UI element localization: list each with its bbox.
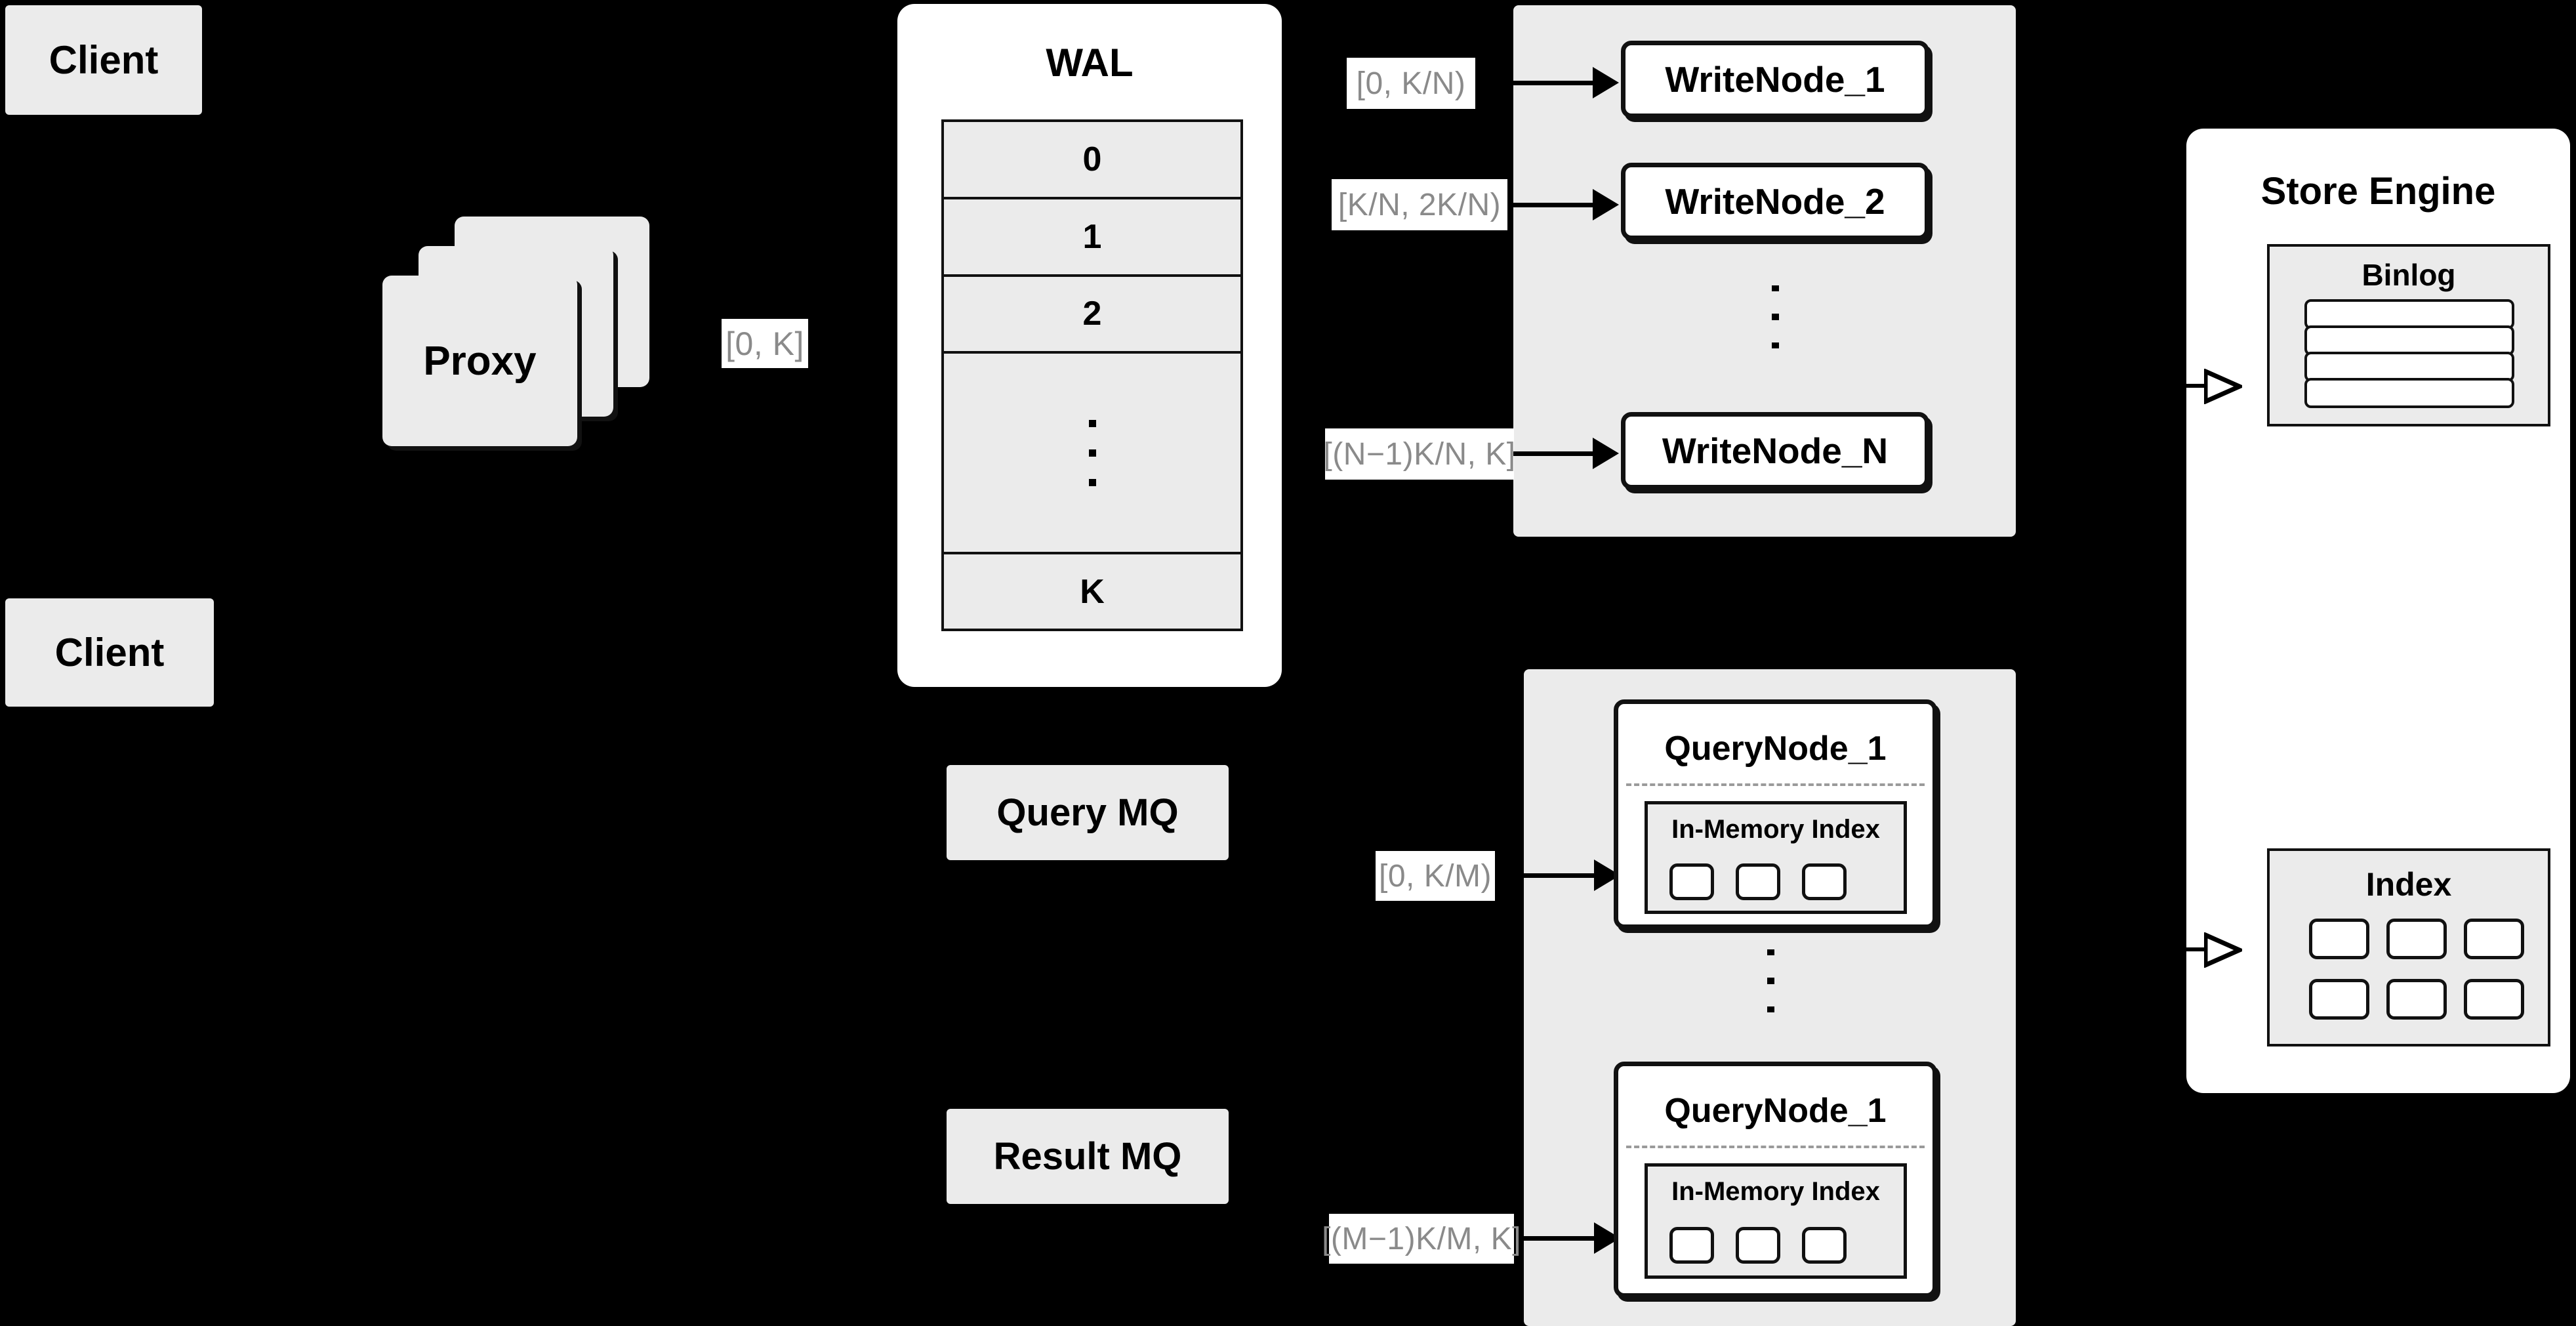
arrow-head-writenode-n-icon <box>1593 438 1619 469</box>
proxy-card-front[interactable]: Proxy <box>382 276 577 446</box>
querynode-m-range-label: [(M−1)K/M, K] <box>1322 1214 1521 1264</box>
proxy-range-text: [0, K] <box>726 325 804 362</box>
writenode-n-range-label: [(N−1)K/N, K] <box>1323 428 1516 480</box>
binlog-row[interactable] <box>2304 378 2514 408</box>
index-segment[interactable] <box>1802 863 1847 900</box>
index-cell[interactable] <box>2464 919 2524 959</box>
index-cell[interactable] <box>2386 919 2447 959</box>
wal-row-value: K <box>1080 572 1105 611</box>
wal-row-value: 1 <box>1082 217 1102 256</box>
arrow-head-index-open-icon <box>2204 932 2242 968</box>
querynode-1-range-text: [0, K/M) <box>1378 858 1492 894</box>
wal-row: 1 <box>944 199 1240 277</box>
querynode-1-inmemory-index-title: In-Memory Index <box>1671 815 1880 844</box>
store-engine-title: Store Engine <box>2260 170 2496 213</box>
proxy-stack[interactable]: Proxy <box>380 217 669 446</box>
writenode-1-range-label: [0, K/N) <box>1347 58 1475 109</box>
index-cell[interactable] <box>2464 979 2524 1020</box>
querynode-2-inmemory-index: In-Memory Index <box>1645 1163 1907 1279</box>
index-segment[interactable] <box>1802 1227 1847 1264</box>
wal-row-ellipsis <box>944 354 1240 555</box>
wal-vertical-ellipsis-icon <box>1088 409 1096 497</box>
wal-row-value: 0 <box>1082 140 1102 178</box>
write-cluster-vertical-ellipsis-icon <box>1768 274 1782 360</box>
index-cell[interactable] <box>2309 979 2369 1020</box>
arrow-to-writenode-n <box>1513 451 1599 456</box>
query-mq-label: Query MQ <box>996 791 1179 834</box>
querynode-1-range-label: [0, K/M) <box>1376 851 1495 901</box>
client-box-2[interactable]: Client <box>5 598 214 707</box>
index-title: Index <box>2365 866 2452 903</box>
querynode-label-2: QueryNode_1 <box>1664 1092 1887 1130</box>
client-label-1: Client <box>49 38 159 82</box>
writenode-2-range-label: [K/N, 2K/N) <box>1332 179 1507 230</box>
query-cluster-vertical-ellipsis-icon <box>1763 938 1778 1024</box>
writenode-1-range-text: [0, K/N) <box>1356 66 1466 101</box>
arrow-head-binlog-open-icon <box>2204 369 2242 404</box>
arrow-to-querynode-m <box>1522 1236 1601 1241</box>
client-box-1[interactable]: Client <box>5 5 202 115</box>
querynode-2-inmemory-index-title: In-Memory Index <box>1671 1177 1880 1206</box>
index-segment[interactable] <box>1736 863 1780 900</box>
querynode-m-range-text: [(M−1)K/M, K] <box>1322 1221 1521 1256</box>
index-segment[interactable] <box>1736 1227 1780 1264</box>
arrow-head-writenode-1-icon <box>1593 67 1619 98</box>
wal-row: 0 <box>944 122 1240 199</box>
querynode-label-1: QueryNode_1 <box>1664 730 1887 768</box>
index-segment[interactable] <box>1669 863 1714 900</box>
arrow-to-writenode-1 <box>1513 81 1599 85</box>
proxy-label: Proxy <box>423 338 537 384</box>
querynode-1-divider <box>1626 783 1925 786</box>
arrow-to-binlog <box>2181 384 2209 388</box>
index-cell[interactable] <box>2309 919 2369 959</box>
writenode-n-range-text: [(N−1)K/N, K] <box>1323 436 1516 472</box>
client-label-2: Client <box>54 631 165 674</box>
writenode-label-n: WriteNode_N <box>1662 430 1889 471</box>
query-mq-box[interactable]: Query MQ <box>947 765 1229 860</box>
proxy-range-label: [0, K] <box>722 319 808 368</box>
arrow-to-index <box>2181 947 2209 951</box>
index-cell[interactable] <box>2386 979 2447 1020</box>
wal-row-value: 2 <box>1082 295 1102 333</box>
result-mq-box[interactable]: Result MQ <box>947 1109 1229 1204</box>
arrow-head-writenode-2-icon <box>1593 189 1619 220</box>
index-segment[interactable] <box>1669 1227 1714 1264</box>
writenode-box-n[interactable]: WriteNode_N <box>1621 412 1929 489</box>
writenode-2-range-text: [K/N, 2K/N) <box>1338 187 1502 222</box>
arrow-to-querynode-1 <box>1522 873 1601 878</box>
binlog-row[interactable] <box>2304 352 2514 382</box>
wal-row: K <box>944 554 1240 629</box>
writenode-box-1[interactable]: WriteNode_1 <box>1621 41 1929 118</box>
wal-title: WAL <box>1046 41 1134 85</box>
querynode-box-2[interactable]: QueryNode_1 In-Memory Index <box>1614 1062 1937 1298</box>
arrow-to-writenode-2 <box>1513 203 1599 207</box>
querynode-2-divider <box>1626 1146 1925 1148</box>
wal-row: 2 <box>944 276 1240 354</box>
binlog-group: Binlog <box>2267 244 2550 426</box>
index-group: Index <box>2267 848 2550 1046</box>
writenode-box-2[interactable]: WriteNode_2 <box>1621 163 1929 240</box>
result-mq-label: Result MQ <box>993 1135 1182 1178</box>
querynode-box-1[interactable]: QueryNode_1 In-Memory Index <box>1614 699 1937 929</box>
writenode-label-1: WriteNode_1 <box>1665 59 1885 100</box>
writenode-label-2: WriteNode_2 <box>1665 181 1885 222</box>
wal-table: 0 1 2 K <box>941 119 1243 631</box>
querynode-1-inmemory-index: In-Memory Index <box>1645 801 1907 914</box>
binlog-title: Binlog <box>2361 258 2456 292</box>
binlog-row[interactable] <box>2304 299 2514 329</box>
